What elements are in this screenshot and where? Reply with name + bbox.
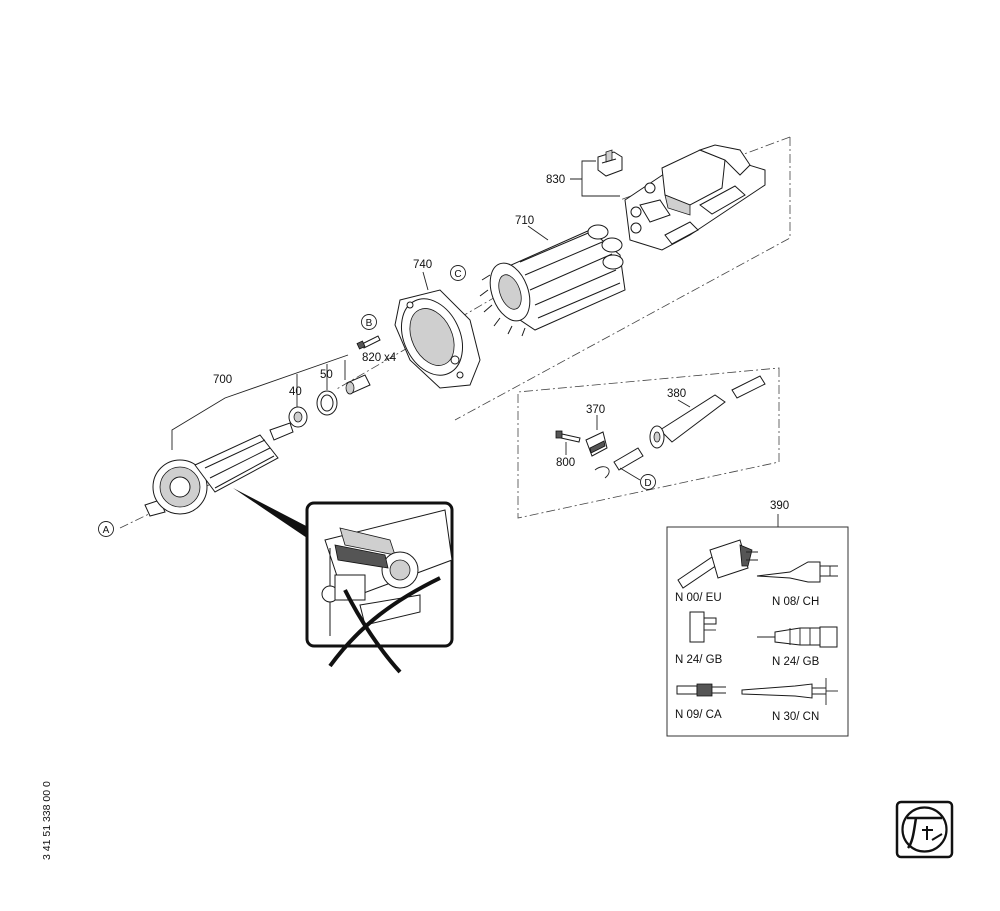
part-710[interactable] xyxy=(479,224,626,337)
leader-700 xyxy=(171,354,349,450)
plug-gb-cord-icon[interactable] xyxy=(757,626,838,648)
plug-cn-icon[interactable] xyxy=(741,678,838,705)
document-number: 3 41 51 338 00 0 xyxy=(41,781,53,860)
fein-logo-icon xyxy=(895,800,954,859)
part-830[interactable] xyxy=(597,149,623,177)
part-50[interactable] xyxy=(316,390,338,416)
marker-a: A xyxy=(98,521,114,537)
svg-text:C: C xyxy=(454,269,461,280)
warning-inset xyxy=(305,501,454,648)
cord-assembly-frame xyxy=(517,367,780,519)
plug-eu-icon[interactable] xyxy=(677,539,758,589)
plug-gb-icon[interactable] xyxy=(689,611,717,643)
svg-text:D: D xyxy=(644,478,651,489)
label-740: 740 xyxy=(413,259,432,271)
part-800-screw[interactable] xyxy=(555,430,581,443)
leader-830 xyxy=(570,160,620,197)
cord-wires xyxy=(594,447,644,479)
label-830: 830 xyxy=(546,174,565,186)
label-50: 50 xyxy=(320,369,333,381)
plug-ca-icon[interactable] xyxy=(676,683,726,697)
caption-eu: N 00/ EU xyxy=(675,592,722,604)
caption-gb-2: N 24/ GB xyxy=(772,656,820,668)
part-700[interactable] xyxy=(144,422,294,517)
label-820-qty: x4 xyxy=(384,352,397,364)
label-820: 820 xyxy=(362,352,381,364)
part-380[interactable] xyxy=(649,394,726,449)
leader-380 xyxy=(677,399,691,408)
part-740[interactable] xyxy=(390,289,481,389)
svg-text:B: B xyxy=(366,318,373,329)
electronics-module[interactable] xyxy=(624,144,766,251)
part-370[interactable] xyxy=(585,431,608,457)
caption-ca: N 09/ CA xyxy=(675,709,722,721)
part-820-screw[interactable] xyxy=(356,335,381,350)
part-40[interactable] xyxy=(288,406,308,428)
label-710: 710 xyxy=(515,215,534,227)
marker-b: B xyxy=(361,314,377,330)
label-800: 800 xyxy=(556,457,575,469)
leader-740 xyxy=(422,271,429,291)
label-40: 40 xyxy=(289,386,302,398)
marker-c: C xyxy=(450,265,466,281)
label-380: 380 xyxy=(667,388,686,400)
warning-cross-icon xyxy=(328,576,441,674)
label-390: 390 xyxy=(770,500,789,512)
caption-gb-1: N 24/ GB xyxy=(675,654,723,666)
label-370: 370 xyxy=(586,404,605,416)
cord-segment[interactable] xyxy=(731,375,766,399)
part-sleeve[interactable] xyxy=(345,374,371,395)
plug-ch-icon[interactable] xyxy=(756,561,838,583)
label-700: 700 xyxy=(213,374,232,386)
caption-cn: N 30/ CN xyxy=(772,711,819,723)
marker-d: D xyxy=(619,467,656,490)
svg-text:A: A xyxy=(103,525,110,536)
caption-ch: N 08/ CH xyxy=(772,596,819,608)
inset-pointer xyxy=(233,488,310,540)
leader-710 xyxy=(527,225,549,241)
